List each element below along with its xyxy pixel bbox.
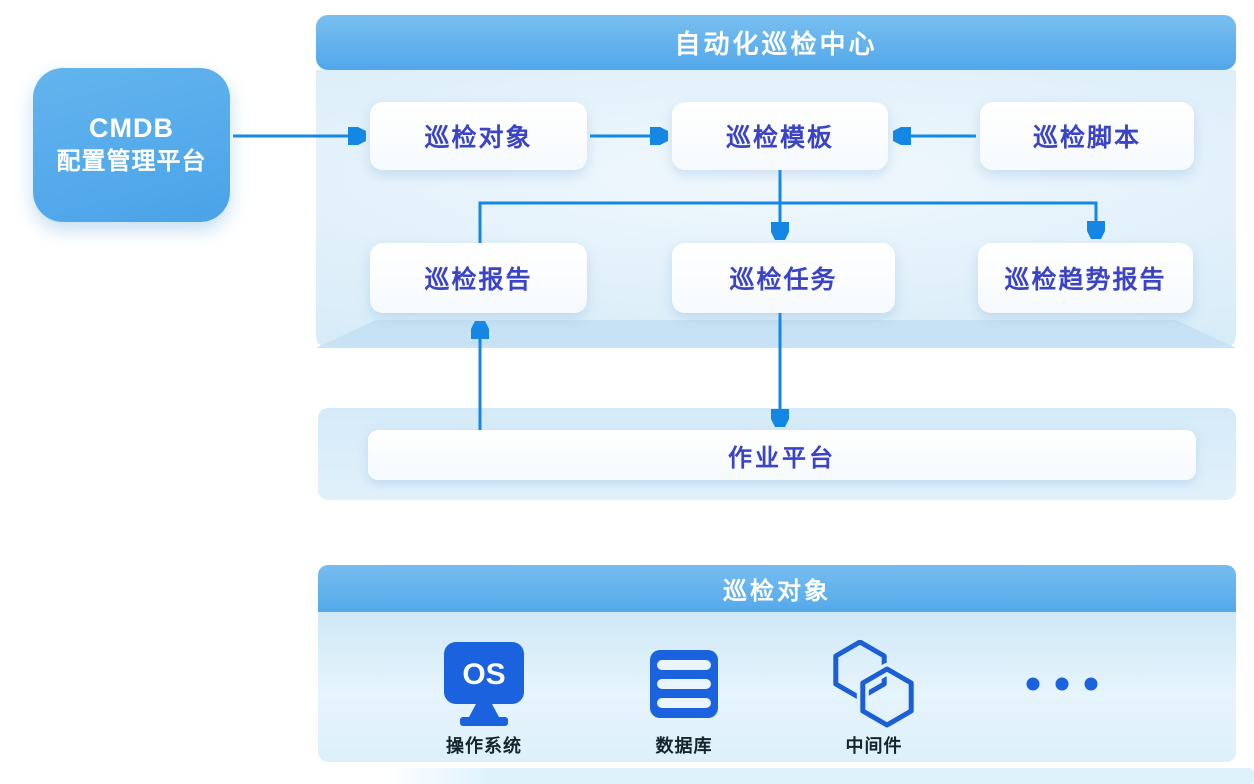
node-label: 巡检报告 xyxy=(424,266,533,294)
node-inspection-task: 巡检任务 xyxy=(672,243,895,313)
cmdb-title-line1: CMDB xyxy=(89,113,174,143)
target-label-database: 数据库 xyxy=(655,736,713,756)
inspection-targets-header: 巡检对象 xyxy=(318,565,1236,612)
node-job-platform: 作业平台 xyxy=(368,430,1196,480)
node-inspection-template: 巡检模板 xyxy=(672,102,888,170)
ellipsis-icon-wrap xyxy=(1018,638,1106,730)
inspection-center-header: 自动化巡检中心 xyxy=(316,15,1236,70)
middleware-icon-wrap xyxy=(830,638,918,730)
target-item-os: OS 操作系统 xyxy=(434,638,534,756)
cmdb-platform-box: CMDB 配置管理平台 xyxy=(33,68,230,222)
target-item-middleware: 中间件 xyxy=(824,638,924,756)
bottom-decorative-strip xyxy=(386,768,1254,784)
middleware-hexagons-icon xyxy=(833,640,918,728)
node-label: 巡检模板 xyxy=(725,124,834,152)
target-label-middleware: 中间件 xyxy=(845,736,903,756)
job-platform-label: 作业平台 xyxy=(728,444,836,472)
node-label: 巡检任务 xyxy=(729,266,838,294)
target-label-os: 操作系统 xyxy=(446,736,522,756)
node-inspection-script: 巡检脚本 xyxy=(980,102,1194,170)
os-monitor-icon: OS xyxy=(444,642,524,726)
node-label: 巡检对象 xyxy=(424,124,533,152)
node-label: 巡检趋势报告 xyxy=(1004,266,1167,294)
node-inspection-trend-report: 巡检趋势报告 xyxy=(978,243,1193,313)
target-item-database: 数据库 xyxy=(634,638,734,756)
cmdb-title-line2: 配置管理平台 xyxy=(56,148,207,175)
os-badge-text: OS xyxy=(462,658,505,691)
ellipsis-icon xyxy=(1026,677,1098,691)
inspection-targets-title: 巡检对象 xyxy=(723,578,831,605)
node-inspection-report: 巡检报告 xyxy=(370,243,587,313)
inspection-center-title: 自动化巡检中心 xyxy=(674,29,878,59)
inspection-center-panel-base xyxy=(316,320,1236,348)
node-inspection-objects: 巡检对象 xyxy=(370,102,587,170)
node-label: 巡检脚本 xyxy=(1032,124,1141,152)
target-item-more xyxy=(1012,638,1112,754)
os-icon-wrap: OS xyxy=(443,638,525,730)
database-icon-wrap xyxy=(650,638,718,730)
database-icon xyxy=(650,650,718,718)
